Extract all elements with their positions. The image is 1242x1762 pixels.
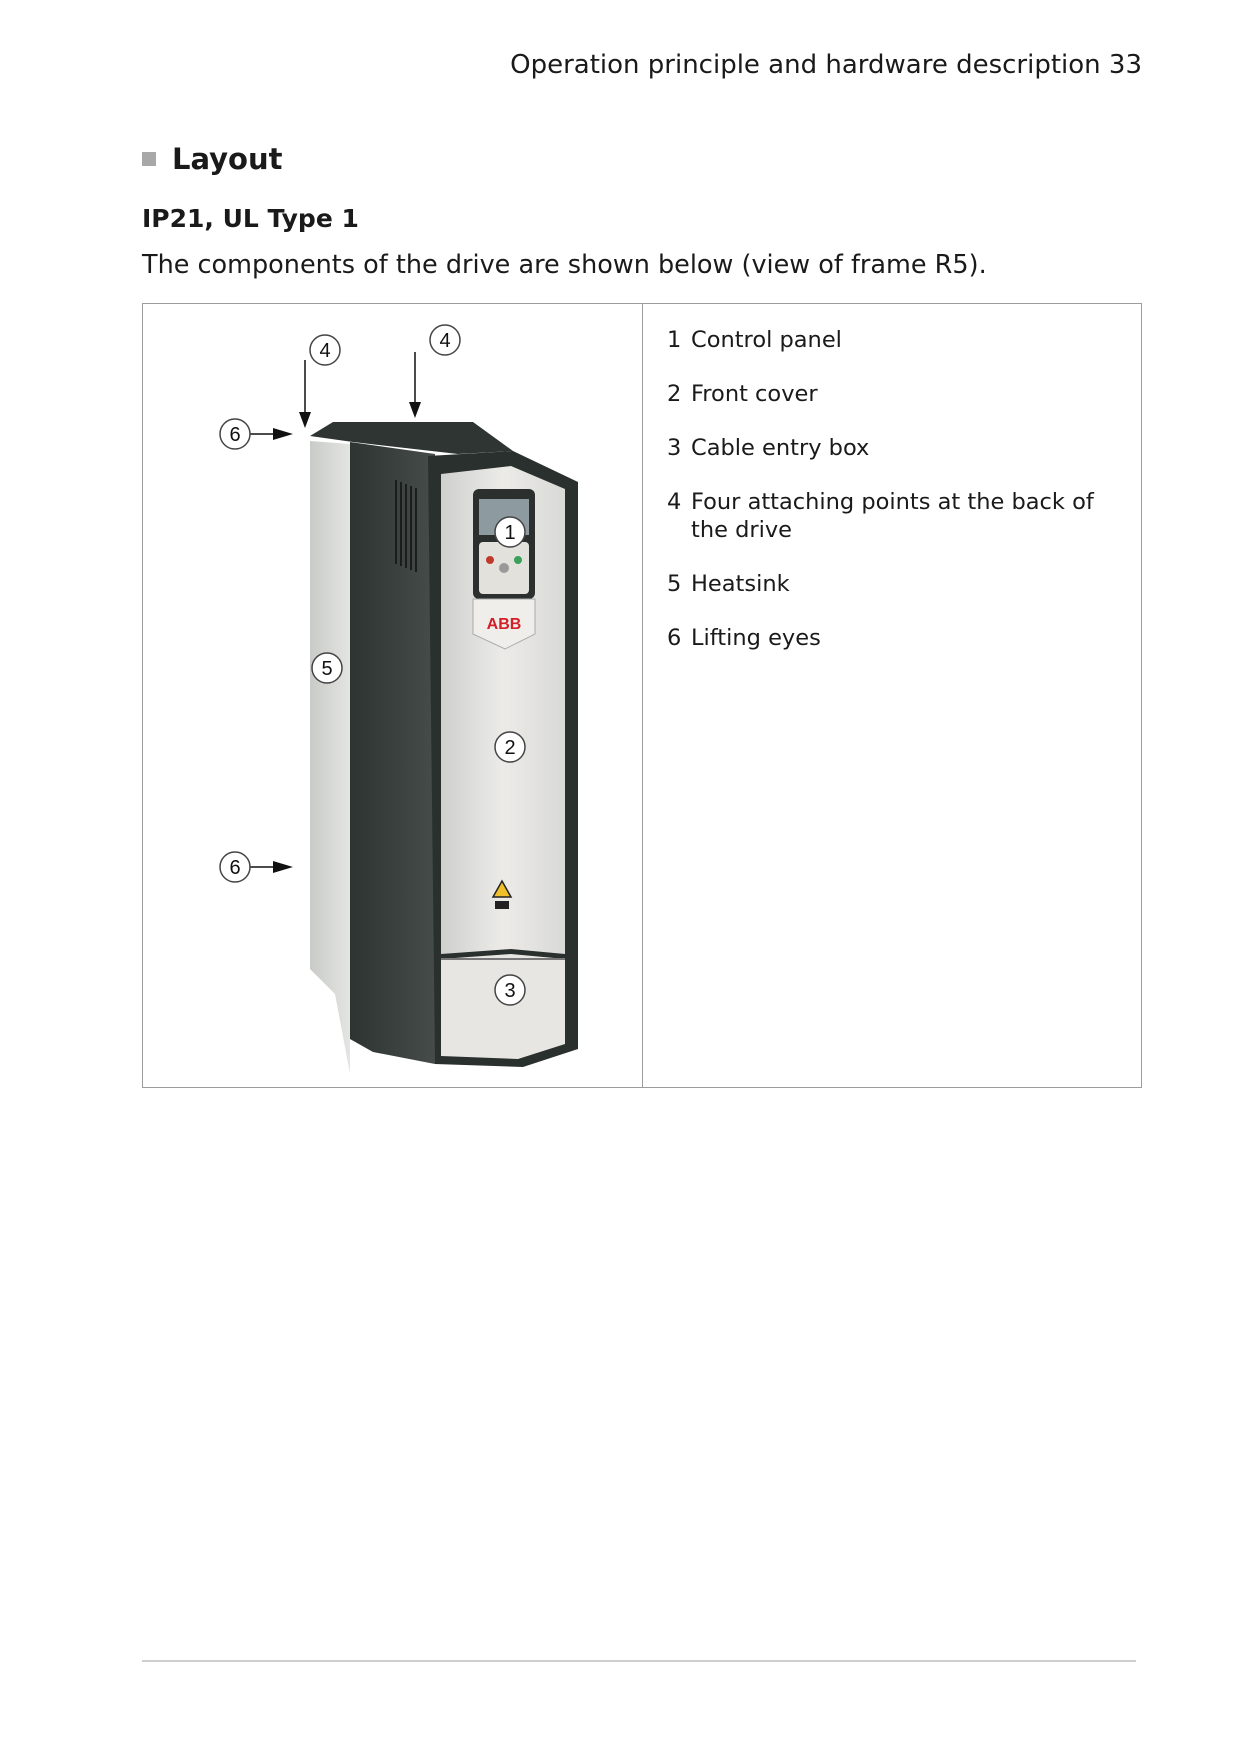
legend-item: 5 Heatsink (667, 570, 1125, 598)
legend-text: Cable entry box (691, 435, 870, 461)
callout-front-cover: 2 (504, 737, 515, 759)
subsection-title: IP21, UL Type 1 (142, 204, 359, 233)
legend-cell: 1 Control panel 2 Front cover 3 Cable en… (643, 304, 1141, 1087)
legend-item: 6 Lifting eyes (667, 624, 1125, 652)
legend-text: Four attaching points at the back of the… (691, 489, 1094, 543)
legend-number: 6 (667, 625, 682, 651)
legend-text: Front cover (691, 381, 818, 407)
legend-number: 1 (667, 327, 682, 353)
top-cover (310, 422, 513, 454)
section-marker-icon (142, 152, 156, 166)
layout-table: ABB (142, 303, 1142, 1088)
drive-illustration: ABB (219, 324, 578, 1074)
abb-logo: ABB (487, 616, 522, 633)
legend-text: Control panel (691, 327, 842, 353)
panel-holder (472, 598, 536, 650)
legend-text: Lifting eyes (691, 625, 821, 651)
section-title: Layout (172, 142, 283, 176)
dark-side (350, 442, 435, 1064)
legend-item: 4 Four attaching points at the back of t… (667, 488, 1125, 544)
section-heading: Layout (142, 142, 283, 176)
cable-entry-box-panel (441, 954, 565, 1059)
legend-number: 5 (667, 571, 682, 597)
running-header: Operation principle and hardware descrip… (510, 50, 1142, 80)
vent-grille (395, 480, 417, 572)
callout-attach-left: 4 (319, 340, 330, 362)
legend-number: 2 (667, 381, 682, 407)
callout-lifting-eye-top: 6 (229, 424, 240, 446)
legend-number: 3 (667, 435, 682, 461)
legend-text: Heatsink (691, 571, 790, 597)
warning-sign-icon (491, 879, 513, 898)
callout-heatsink: 5 (321, 658, 332, 680)
legend-number: 4 (667, 489, 682, 515)
heatsink-panel (310, 441, 350, 1074)
callout-attach-right: 4 (439, 330, 450, 352)
legend-item: 2 Front cover (667, 380, 1125, 408)
callout-cable-entry-box: 3 (504, 980, 515, 1002)
callout-control-panel: 1 (504, 522, 515, 544)
intro-text: The components of the drive are shown be… (142, 250, 987, 280)
drive-figure-cell: ABB (143, 304, 643, 1087)
legend-item: 1 Control panel (667, 326, 1125, 354)
footer-rule (142, 1660, 1136, 1662)
legend-item: 3 Cable entry box (667, 434, 1125, 462)
callout-lifting-eye-bottom: 6 (229, 857, 240, 879)
